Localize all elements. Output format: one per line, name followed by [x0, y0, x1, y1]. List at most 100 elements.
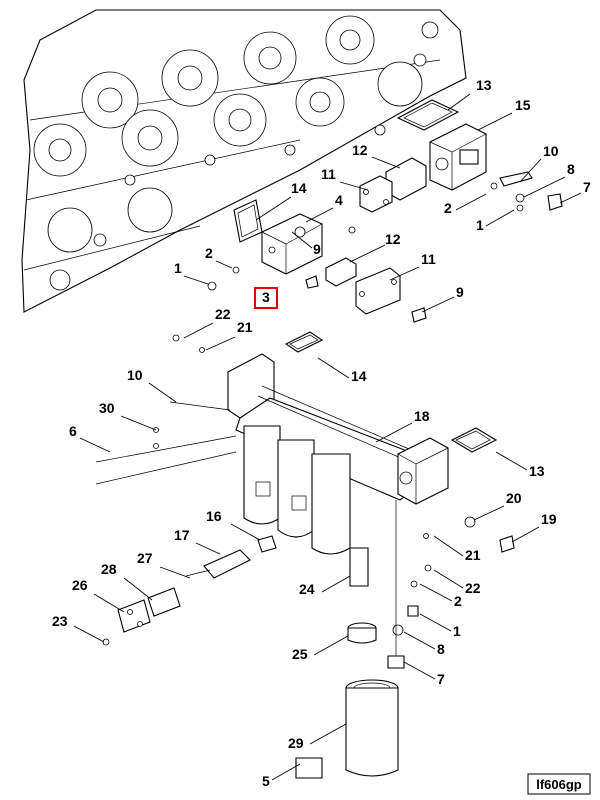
- callout-c27: 27: [137, 550, 153, 566]
- leader-lines: [73, 93, 582, 781]
- callout-c22b: 22: [465, 580, 481, 596]
- leader-line-c12b: [349, 244, 386, 263]
- leader-line-c2b: [215, 260, 233, 269]
- callout-c7a: 7: [583, 179, 591, 195]
- callout-c7b: 7: [437, 671, 445, 687]
- leader-line-c21b: [433, 535, 464, 557]
- callout-c25: 25: [292, 646, 308, 662]
- upper-right-assembly: [359, 99, 563, 213]
- leader-line-c20: [473, 505, 505, 521]
- leader-line-c26: [93, 593, 125, 613]
- callout-c14a: 14: [291, 180, 307, 196]
- leader-line-c6: [79, 437, 111, 453]
- callout-c2b: 2: [205, 245, 213, 261]
- leader-line-c10b: [148, 382, 177, 403]
- leader-line-c15: [477, 112, 513, 131]
- leader-line-c23: [73, 625, 105, 643]
- callout-c21a: 21: [237, 319, 253, 335]
- callout-c11b: 11: [421, 251, 436, 267]
- leader-line-c5: [271, 763, 301, 781]
- callout-c21b: 21: [465, 547, 481, 563]
- callout-c20: 20: [506, 490, 522, 506]
- callout-c24: 24: [299, 581, 315, 597]
- leader-line-c27: [159, 566, 191, 579]
- callout-c15: 15: [515, 97, 531, 113]
- callout-c12b: 12: [385, 231, 401, 247]
- highlighted-callout[interactable]: 3: [254, 287, 278, 309]
- leader-line-c7b: [403, 661, 436, 680]
- leader-line-c12a: [371, 156, 401, 169]
- highlighted-callout-label: 3: [262, 289, 270, 305]
- leader-line-c1c: [419, 613, 452, 632]
- leader-line-c19: [511, 526, 540, 543]
- callout-c8b: 8: [437, 641, 445, 657]
- callout-c12a: 12: [352, 142, 368, 158]
- leader-line-c14b: [317, 357, 350, 379]
- callout-c14b: 14: [351, 368, 367, 384]
- mid-block-assembly: [207, 199, 427, 323]
- reference-code-box: lf606gp: [527, 773, 591, 795]
- leader-line-c30: [120, 415, 157, 431]
- engine-block: [21, 9, 467, 313]
- leader-line-c18: [375, 422, 413, 443]
- callout-c17: 17: [174, 527, 190, 543]
- callout-c9a: 9: [313, 241, 321, 257]
- leader-line-c1b: [183, 275, 209, 285]
- callout-c29: 29: [288, 735, 304, 751]
- leader-line-c21a: [205, 336, 236, 351]
- leader-line-c13b: [495, 451, 528, 471]
- highlight-box: [254, 287, 278, 309]
- leader-line-c2c: [419, 583, 453, 602]
- callout-c5: 5: [262, 773, 270, 789]
- leader-line-c9a: [291, 231, 313, 249]
- callout-c2a: 2: [444, 200, 452, 216]
- callout-c6: 6: [69, 423, 77, 439]
- callout-c9b: 9: [456, 284, 464, 300]
- callout-c23: 23: [52, 613, 68, 629]
- leader-line-c25: [313, 635, 349, 656]
- leader-line-c8a: [523, 176, 566, 198]
- filter-head-assembly: [95, 331, 515, 669]
- leader-line-c4: [305, 207, 334, 223]
- callout-c19: 19: [541, 511, 557, 527]
- callout-c18: 18: [414, 408, 430, 424]
- callout-c10b: 10: [127, 367, 143, 383]
- leader-line-c11a: [339, 181, 369, 191]
- leader-line-c16: [230, 523, 261, 541]
- leader-line-c8b: [403, 631, 436, 650]
- callout-c11a: 11: [321, 166, 336, 182]
- callout-c10a: 10: [543, 143, 559, 159]
- leader-line-c13a: [447, 93, 471, 111]
- callout-c28: 28: [101, 561, 117, 577]
- callout-c8a: 8: [567, 161, 575, 177]
- leader-line-c22b: [433, 569, 464, 589]
- leader-line-c7a: [559, 192, 582, 204]
- callout-c2c: 2: [454, 593, 462, 609]
- leader-line-c2a: [455, 193, 487, 211]
- leader-line-c9b: [421, 296, 455, 313]
- callout-c1b: 1: [174, 260, 182, 276]
- leader-line-c24: [321, 575, 351, 593]
- leader-line-c28: [123, 577, 153, 601]
- reference-code: lf606gp: [536, 777, 582, 792]
- callout-c26: 26: [72, 577, 88, 593]
- callout-c1a: 1: [476, 217, 484, 233]
- callout-c13a: 13: [476, 77, 492, 93]
- callout-c4: 4: [335, 192, 343, 208]
- filter-element-parts: [295, 547, 399, 779]
- leader-line-c11b: [389, 266, 420, 281]
- callout-c22a: 22: [215, 306, 231, 322]
- leader-line-c29: [309, 723, 347, 745]
- callout-c16: 16: [206, 508, 222, 524]
- callout-c13b: 13: [529, 463, 545, 479]
- callout-c30: 30: [99, 400, 115, 416]
- callout-c1c: 1: [453, 623, 461, 639]
- leader-line-c10a: [519, 158, 542, 183]
- leader-line-c17: [195, 542, 221, 555]
- lower-left-parts: [102, 535, 277, 646]
- leader-line-c22a: [183, 322, 214, 339]
- leader-line-c1a: [485, 209, 515, 227]
- leader-line-c14a: [255, 196, 292, 221]
